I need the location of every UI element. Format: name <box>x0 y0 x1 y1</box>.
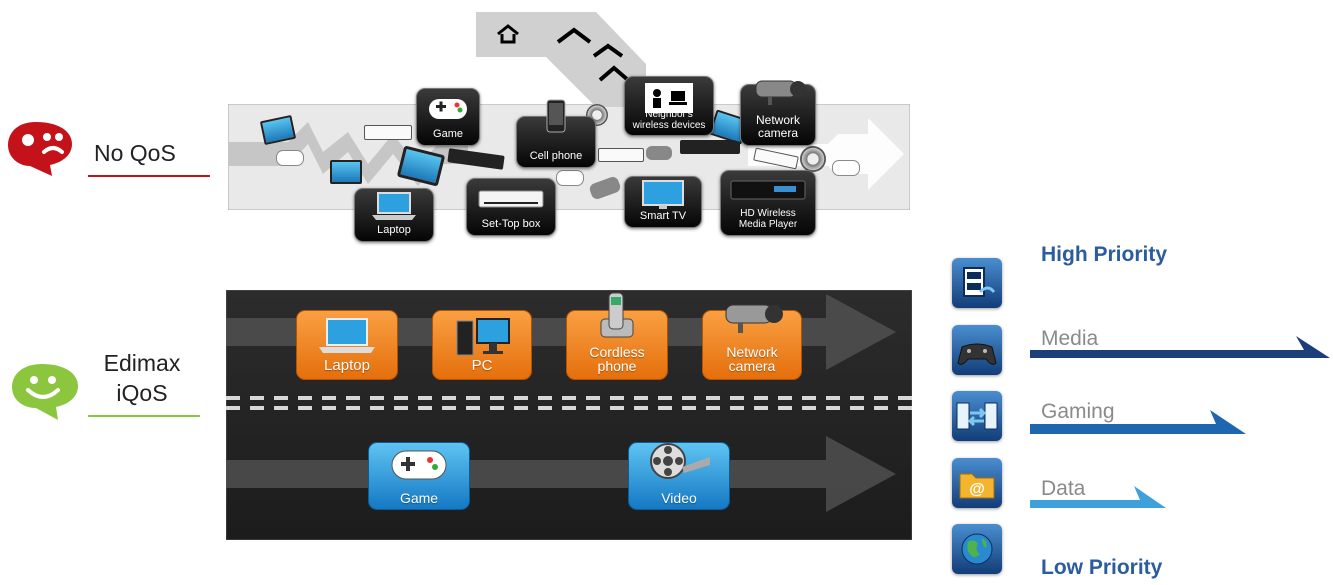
device-label: Game <box>399 490 439 506</box>
device-label: PC <box>471 357 493 374</box>
device-label-line: wireless devices <box>632 120 706 131</box>
priority-level-gaming: Gaming <box>1041 400 1115 423</box>
priority-tile-laptop: Laptop <box>296 310 398 380</box>
device-label-line: camera <box>728 358 776 374</box>
device-tile-network-camera: Network camera <box>740 80 816 146</box>
device-label: Cordless phone <box>567 345 667 373</box>
device-label: Smart TV <box>639 210 687 222</box>
no-qos-label: No QoS <box>94 140 176 166</box>
email-folder-icon: @ <box>952 458 1002 508</box>
small-router-icon <box>364 125 412 140</box>
desktop-pc-icon <box>456 318 510 356</box>
data-priority-bar <box>1030 484 1168 512</box>
device-tile-neighbors: Neighbor's wireless devices <box>624 76 714 136</box>
gamepad-icon <box>952 325 1002 375</box>
device-label-line: Cordless <box>589 344 645 360</box>
gaming-priority-bar <box>1030 408 1250 438</box>
high-priority-label: High Priority <box>1041 243 1168 266</box>
set-top-box-icon <box>478 190 544 208</box>
device-label-line: HD Wireless <box>740 208 796 219</box>
device-tile-media-player: HD Wireless Media Player <box>720 170 816 236</box>
small-gamepad-icon <box>276 150 304 166</box>
globe-icon <box>952 524 1002 574</box>
device-label-line: Network <box>755 113 800 127</box>
device-tile-game: Game <box>416 88 480 146</box>
device-label: Laptop <box>324 357 370 374</box>
media-glyph <box>963 267 996 297</box>
transfer-glyph <box>956 402 998 430</box>
gamepad-icon <box>391 450 447 480</box>
device-label: Cell phone <box>529 150 583 162</box>
film-reel-icon <box>650 443 710 479</box>
iqos-badge <box>8 360 84 427</box>
device-label: Network camera <box>741 114 815 140</box>
device-label: Laptop <box>377 224 411 236</box>
device-label: Neighbor's wireless devices <box>625 109 713 131</box>
device-label-line: phone <box>597 358 637 374</box>
device-label: Set-Top box <box>481 218 541 230</box>
sad-face-icon <box>8 122 72 176</box>
small-gamepad-icon <box>832 160 860 176</box>
small-gamepad-icon <box>556 170 584 186</box>
media-icon <box>952 258 1002 308</box>
device-tile-cell-phone: Cell phone <box>516 99 596 168</box>
transfer-icon <box>952 391 1002 441</box>
neighbors-devices-icon <box>645 83 693 113</box>
priority-tile-game: Game <box>368 442 470 510</box>
happy-face-icon <box>12 364 78 420</box>
small-media-box-icon <box>680 140 740 154</box>
low-priority-label: Low Priority <box>1041 556 1163 579</box>
priority-tile-pc: PC <box>432 310 532 380</box>
device-tile-set-top-box: Set-Top box <box>466 178 556 236</box>
small-film-reel-icon <box>800 146 826 172</box>
no-qos-badge <box>6 118 86 183</box>
priority-tile-network-camera: Network camera <box>702 304 802 380</box>
neighbors-band <box>476 12 706 107</box>
device-label: HD Wireless Media Player <box>721 208 815 230</box>
iqos-label-line2: iQoS <box>116 380 168 406</box>
security-camera-icon <box>725 304 783 333</box>
laptop-icon <box>319 318 375 353</box>
cell-phone-icon <box>546 99 566 133</box>
priority-bar-arrow <box>1030 336 1330 358</box>
media-player-icon <box>730 180 806 200</box>
laptop-icon <box>372 192 416 220</box>
priority-tile-cordless-phone: Cordless phone <box>566 292 668 380</box>
globe-glyph <box>961 533 993 565</box>
device-label-line: Network <box>726 344 778 360</box>
small-router-icon <box>598 148 644 162</box>
email-folder-glyph: @ <box>959 473 995 499</box>
small-laptop-icon <box>330 160 362 184</box>
device-label: Network camera <box>703 345 801 373</box>
device-label: Game <box>433 128 463 140</box>
houses-icon <box>476 12 646 107</box>
gamepad-glyph <box>957 343 997 365</box>
gamepad-icon <box>429 99 467 119</box>
priority-level-data: Data <box>1041 477 1086 500</box>
device-label: Video <box>661 490 697 506</box>
priority-bar-arrow <box>1030 486 1166 508</box>
media-priority-bar <box>1030 334 1332 362</box>
iqos-underline <box>88 415 200 417</box>
device-tile-smart-tv: Smart TV <box>624 176 702 228</box>
security-camera-icon <box>755 80 806 105</box>
small-camera-icon <box>646 146 672 160</box>
device-tile-laptop: Laptop <box>354 188 434 242</box>
priority-bar-arrow <box>1030 410 1246 434</box>
device-label-line: Media Player <box>738 219 798 230</box>
priority-level-media: Media <box>1041 327 1099 350</box>
iqos-label: Edimax iQoS <box>92 348 192 408</box>
smart-tv-icon <box>642 180 684 209</box>
svg-text:@: @ <box>969 481 985 498</box>
device-label-line: Neighbor's <box>645 109 693 120</box>
priority-tile-video: Video <box>628 442 730 510</box>
cordless-phone-icon <box>600 292 634 338</box>
device-label-line: camera <box>757 126 798 140</box>
iqos-label-line1: Edimax <box>103 350 181 376</box>
no-qos-underline <box>88 175 210 177</box>
